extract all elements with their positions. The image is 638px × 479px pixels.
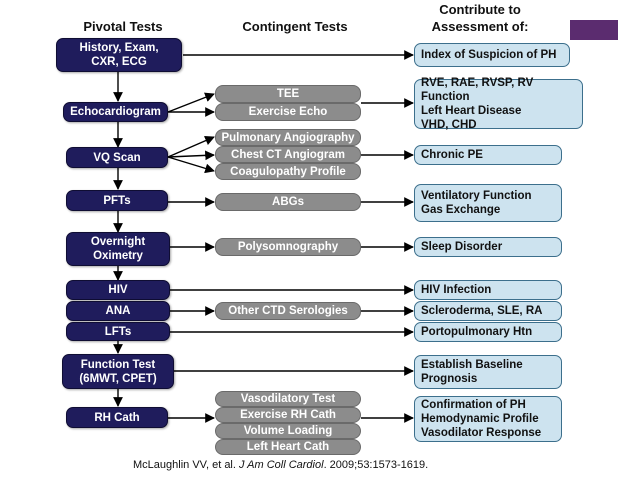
contingent-chest-ct-angiogram: Chest CT Angiogram xyxy=(215,146,361,163)
outcome-hiv-infection: HIV Infection xyxy=(414,280,562,300)
outcome-ventilatory-line2: Gas Exchange xyxy=(421,204,501,216)
header-pivotal-tests: Pivotal Tests xyxy=(83,19,163,34)
outcome-rve-line1: RVE, RAE, RVSP, RV Function xyxy=(421,77,534,103)
outcome-ventilatory-line1: Ventilatory Function xyxy=(421,190,532,202)
pivotal-overnight-oximetry: Overnight Oximetry xyxy=(66,232,170,266)
citation-authors: McLaughlin VV, et al. xyxy=(133,459,239,471)
outcome-baseline-prognosis: Establish Baseline Prognosis xyxy=(414,355,562,389)
outcome-rve-line3: VHD, CHD xyxy=(421,119,477,131)
outcome-confirm-line3: Vasodilator Response xyxy=(421,427,542,439)
outcome-index-of-suspicion: Index of Suspicion of PH xyxy=(414,43,570,67)
outcome-confirm-line2: Hemodynamic Profile xyxy=(421,413,539,425)
contingent-left-heart-cath: Left Heart Cath xyxy=(215,439,361,455)
outcome-rve-line2: Left Heart Disease xyxy=(421,105,522,117)
header-contingent-tests: Contingent Tests xyxy=(242,19,348,34)
outcome-confirmation-of-ph: Confirmation of PH Hemodynamic Profile V… xyxy=(414,396,562,442)
arrow-vq-to-chest-ct xyxy=(167,150,215,161)
pivotal-lfts: LFTs xyxy=(66,322,170,341)
contingent-other-ctd-serologies: Other CTD Serologies xyxy=(215,302,361,320)
outcome-baseline-line1: Establish Baseline xyxy=(421,359,523,371)
pivotal-function-line1: Function Test xyxy=(80,358,156,371)
pivotal-overnight-line2: Oximetry xyxy=(93,250,143,262)
pivotal-echocardiogram: Echocardiogram xyxy=(63,102,168,122)
outcome-baseline-line2: Prognosis xyxy=(421,373,478,385)
outcome-portopulmonary: Portopulmonary Htn xyxy=(414,322,562,342)
contingent-coagulopathy-profile: Coagulopathy Profile xyxy=(215,163,361,180)
pivotal-history-line2: CXR, ECG xyxy=(91,56,147,68)
outcome-chronic-pe: Chronic PE xyxy=(414,145,562,165)
outcome-ventilatory-function: Ventilatory Function Gas Exchange xyxy=(414,184,562,222)
citation-rest: . 2009;53:1573-1619. xyxy=(323,459,429,471)
arrow-vq-to-pulm-angio xyxy=(167,136,215,158)
pivotal-vq-scan: VQ Scan xyxy=(66,147,168,168)
arrow-vq-to-coag xyxy=(167,156,215,174)
outcome-confirm-line1: Confirmation of PH xyxy=(421,399,526,411)
pivotal-overnight-line1: Overnight xyxy=(90,236,146,248)
contingent-tee: TEE xyxy=(215,85,361,103)
header-contribute-line2: Assessment of: xyxy=(431,19,529,34)
outcome-rve-rae: RVE, RAE, RVSP, RV Function Left Heart D… xyxy=(414,77,583,131)
contingent-abgs: ABGs xyxy=(215,193,361,211)
contingent-pulmonary-angiography: Pulmonary Angiography xyxy=(215,129,361,146)
contingent-exercise-echo: Exercise Echo xyxy=(215,103,361,121)
pivotal-history-line1: History, Exam, xyxy=(79,42,159,54)
pivotal-function-test: Function Test (6MWT, CPET) xyxy=(62,354,174,389)
header-contribute-line1: Contribute to xyxy=(439,2,521,17)
contingent-polysomnography: Polysomnography xyxy=(215,238,361,256)
contingent-vasodilatory-test: Vasodilatory Test xyxy=(215,391,361,407)
outcome-sleep-disorder: Sleep Disorder xyxy=(414,237,562,257)
citation: McLaughlin VV, et al. J Am Coll Cardiol.… xyxy=(133,459,428,471)
header-contribute: Contribute to Assessment of: xyxy=(405,1,555,35)
contingent-volume-loading: Volume Loading xyxy=(215,423,361,439)
pivotal-rh-cath: RH Cath xyxy=(66,407,168,428)
arrow-echo-to-tee xyxy=(167,92,215,113)
citation-journal: J Am Coll Cardiol xyxy=(239,459,324,471)
accent-square xyxy=(570,20,618,40)
pivotal-ana: ANA xyxy=(66,301,170,321)
pivotal-function-line2: (6MWT, CPET) xyxy=(79,372,157,385)
contingent-exercise-rh-cath: Exercise RH Cath xyxy=(215,407,361,423)
pivotal-history-exam: History, Exam, CXR, ECG xyxy=(56,38,182,72)
pivotal-pfts: PFTs xyxy=(66,190,168,211)
outcome-scleroderma: Scleroderma, SLE, RA xyxy=(414,301,562,321)
pivotal-hiv: HIV xyxy=(66,280,170,300)
